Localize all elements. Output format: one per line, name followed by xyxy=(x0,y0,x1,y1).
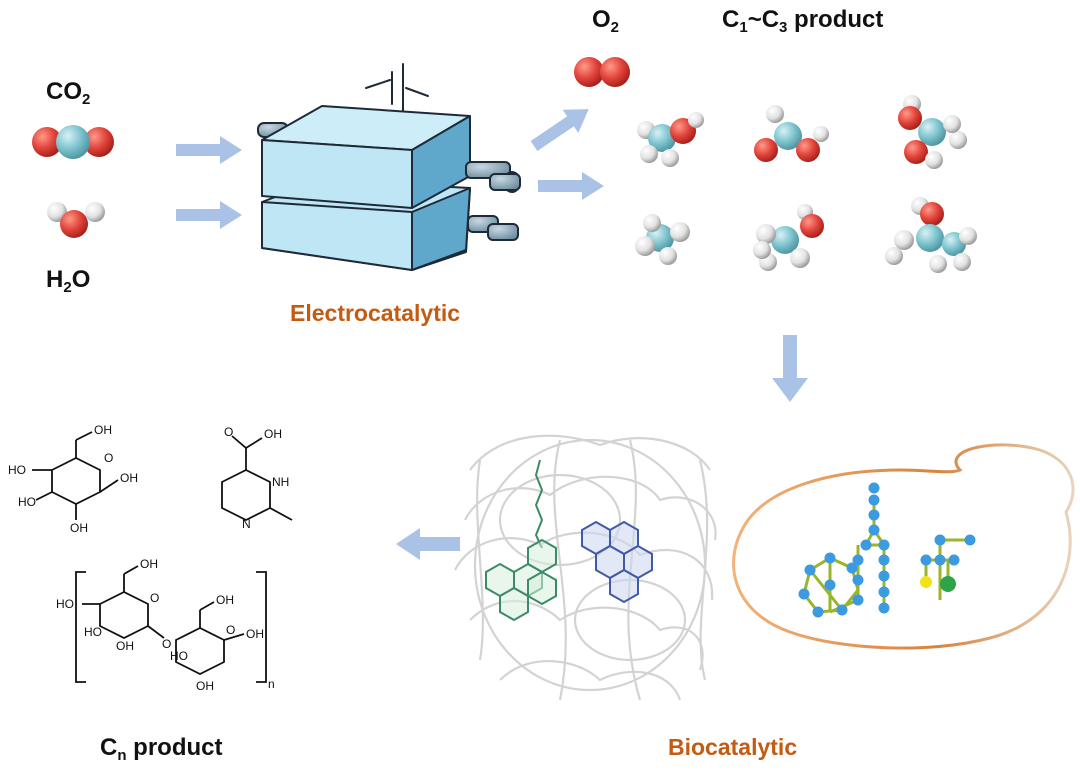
svg-text:NH: NH xyxy=(272,475,289,489)
glucose-structure xyxy=(32,431,119,520)
svg-text:O: O xyxy=(104,451,113,465)
battery-symbol xyxy=(365,63,429,113)
down-arrow xyxy=(772,335,808,402)
cn-product-label: Cn product xyxy=(100,734,223,764)
electrocatalytic-label: Electrocatalytic xyxy=(290,300,461,326)
left-arrow xyxy=(396,528,460,560)
svg-text:HO: HO xyxy=(56,597,74,611)
co2-molecule xyxy=(32,125,114,159)
output-arrow-o2 xyxy=(526,97,597,158)
h2o-molecule xyxy=(47,202,105,238)
metabolite-nodes xyxy=(798,482,976,618)
co2-label: CO2 xyxy=(46,78,91,108)
svg-text:O: O xyxy=(224,425,233,439)
svg-text:n: n xyxy=(268,677,275,691)
svg-text:OH: OH xyxy=(120,471,138,485)
polysaccharide-structure xyxy=(75,565,267,683)
svg-text:HO: HO xyxy=(18,495,36,509)
o2-label: O2 xyxy=(592,6,620,36)
svg-text:HO: HO xyxy=(8,463,26,477)
ligand-molecule-blue xyxy=(581,520,653,604)
product-molecule-1 xyxy=(637,112,704,167)
metabolite-node-green xyxy=(940,576,956,592)
input-arrow-co2 xyxy=(176,136,242,164)
svg-text:OH: OH xyxy=(140,557,158,571)
svg-text:O: O xyxy=(162,637,171,651)
product-molecule-2 xyxy=(754,105,829,162)
o2-molecule xyxy=(574,57,630,87)
svg-text:OH: OH xyxy=(70,521,88,535)
yeast-cell xyxy=(732,443,1075,650)
svg-text:OH: OH xyxy=(264,427,282,441)
svg-text:N: N xyxy=(242,517,251,531)
svg-text:OH: OH xyxy=(246,627,264,641)
product-molecule-6 xyxy=(885,197,977,273)
svg-text:OH: OH xyxy=(216,593,234,607)
electrolyzer-device xyxy=(257,63,521,271)
input-arrow-h2o xyxy=(176,201,242,229)
product-molecule-4 xyxy=(635,214,690,265)
svg-text:OH: OH xyxy=(196,679,214,693)
biocatalytic-label: Biocatalytic xyxy=(668,734,798,760)
product-molecule-5 xyxy=(753,204,824,271)
output-arrow-products xyxy=(538,172,604,200)
svg-text:O: O xyxy=(150,591,159,605)
h2o-label: H2O xyxy=(46,266,91,296)
product-molecule-3 xyxy=(898,95,967,169)
svg-text:HO: HO xyxy=(84,625,102,639)
svg-text:OH: OH xyxy=(94,423,112,437)
outlet-ports xyxy=(465,161,521,241)
ligand-molecule-green xyxy=(485,459,557,622)
c1-c3-product-label: C1~C3 product xyxy=(722,6,884,36)
ectoine-structure xyxy=(221,435,293,522)
structure-text: OH HO HO OH OH O O OH NH N OH HO HO OH O… xyxy=(8,423,289,693)
svg-text:HO: HO xyxy=(170,649,188,663)
svg-text:O: O xyxy=(226,623,235,637)
metabolite-node-yellow xyxy=(920,576,932,588)
svg-text:OH: OH xyxy=(116,639,134,653)
